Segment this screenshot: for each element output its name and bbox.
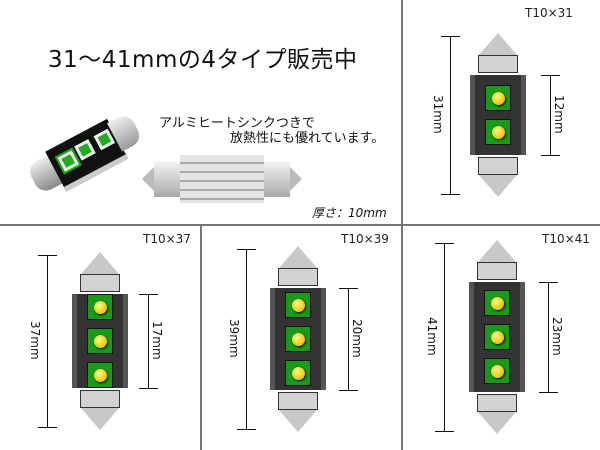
led-span-dimension-line <box>148 294 149 388</box>
led-chip <box>87 362 113 388</box>
headline: 31〜41mmの4タイプ販売中 <box>48 47 358 73</box>
led-chip <box>484 290 510 316</box>
bulb-photo-heatsink <box>142 155 302 203</box>
led-chip <box>485 119 511 145</box>
model-label: T10×41 <box>542 232 590 246</box>
top-cap <box>478 55 518 73</box>
led-chip <box>485 85 511 111</box>
top-cone <box>478 240 516 262</box>
bottom-cap <box>478 157 518 175</box>
tick <box>435 431 454 432</box>
bottom-cap <box>80 390 120 408</box>
length-dimension-line <box>246 249 247 429</box>
led-chip <box>87 294 113 320</box>
led-span-label: 23mm <box>550 317 564 356</box>
led-chip <box>285 326 311 352</box>
top-cone <box>81 252 119 274</box>
tick <box>38 255 57 256</box>
tick <box>435 243 454 244</box>
length-label: 39mm <box>227 319 241 358</box>
tick <box>539 282 558 283</box>
feature-text-1: アルミヒートシンクつきで <box>159 116 315 131</box>
bottom-cap <box>477 394 517 412</box>
led-chip <box>285 360 311 386</box>
led-chip <box>87 328 113 354</box>
tick <box>139 294 158 295</box>
led-span-dimension-line <box>548 282 549 392</box>
divider <box>200 225 202 450</box>
tick <box>441 194 460 195</box>
top-cap <box>477 262 517 280</box>
divider <box>0 224 600 226</box>
led-span-dimension-line <box>550 75 551 155</box>
tick <box>441 36 460 37</box>
model-label: T10×31 <box>525 6 573 20</box>
tick <box>541 75 560 76</box>
tick <box>339 288 358 289</box>
led-span-dimension-line <box>348 288 349 390</box>
length-label: 37mm <box>28 321 42 360</box>
bottom-cap <box>278 392 318 410</box>
thickness-label: 厚さ：10mm <box>312 206 387 220</box>
led-span-label: 17mm <box>150 321 164 360</box>
model-label: T10×39 <box>341 232 389 246</box>
bottom-cone <box>479 175 517 197</box>
tick <box>38 427 57 428</box>
top-cap <box>278 268 318 286</box>
top-cone <box>279 246 317 268</box>
length-label: 41mm <box>425 317 439 356</box>
model-label: T10×37 <box>143 232 191 246</box>
bulb-photo-front <box>14 105 144 195</box>
length-dimension-line <box>47 255 48 427</box>
led-span-label: 20mm <box>350 319 364 358</box>
length-dimension-line <box>450 36 451 194</box>
tick <box>541 155 560 156</box>
tick <box>237 249 256 250</box>
length-dimension-line <box>444 243 445 431</box>
tick <box>237 429 256 430</box>
bottom-cone <box>81 408 119 430</box>
led-chip <box>484 324 510 350</box>
bottom-cone <box>478 412 516 434</box>
tick <box>139 388 158 389</box>
led-span-label: 12mm <box>552 95 566 134</box>
top-cone <box>479 33 517 55</box>
tick <box>539 392 558 393</box>
led-chip <box>484 358 510 384</box>
top-cap <box>80 274 120 292</box>
bottom-cone <box>279 410 317 432</box>
length-label: 31mm <box>431 95 445 134</box>
tick <box>339 390 358 391</box>
feature-text-2: 放熱性にも優れています。 <box>230 131 385 146</box>
led-chip <box>285 292 311 318</box>
